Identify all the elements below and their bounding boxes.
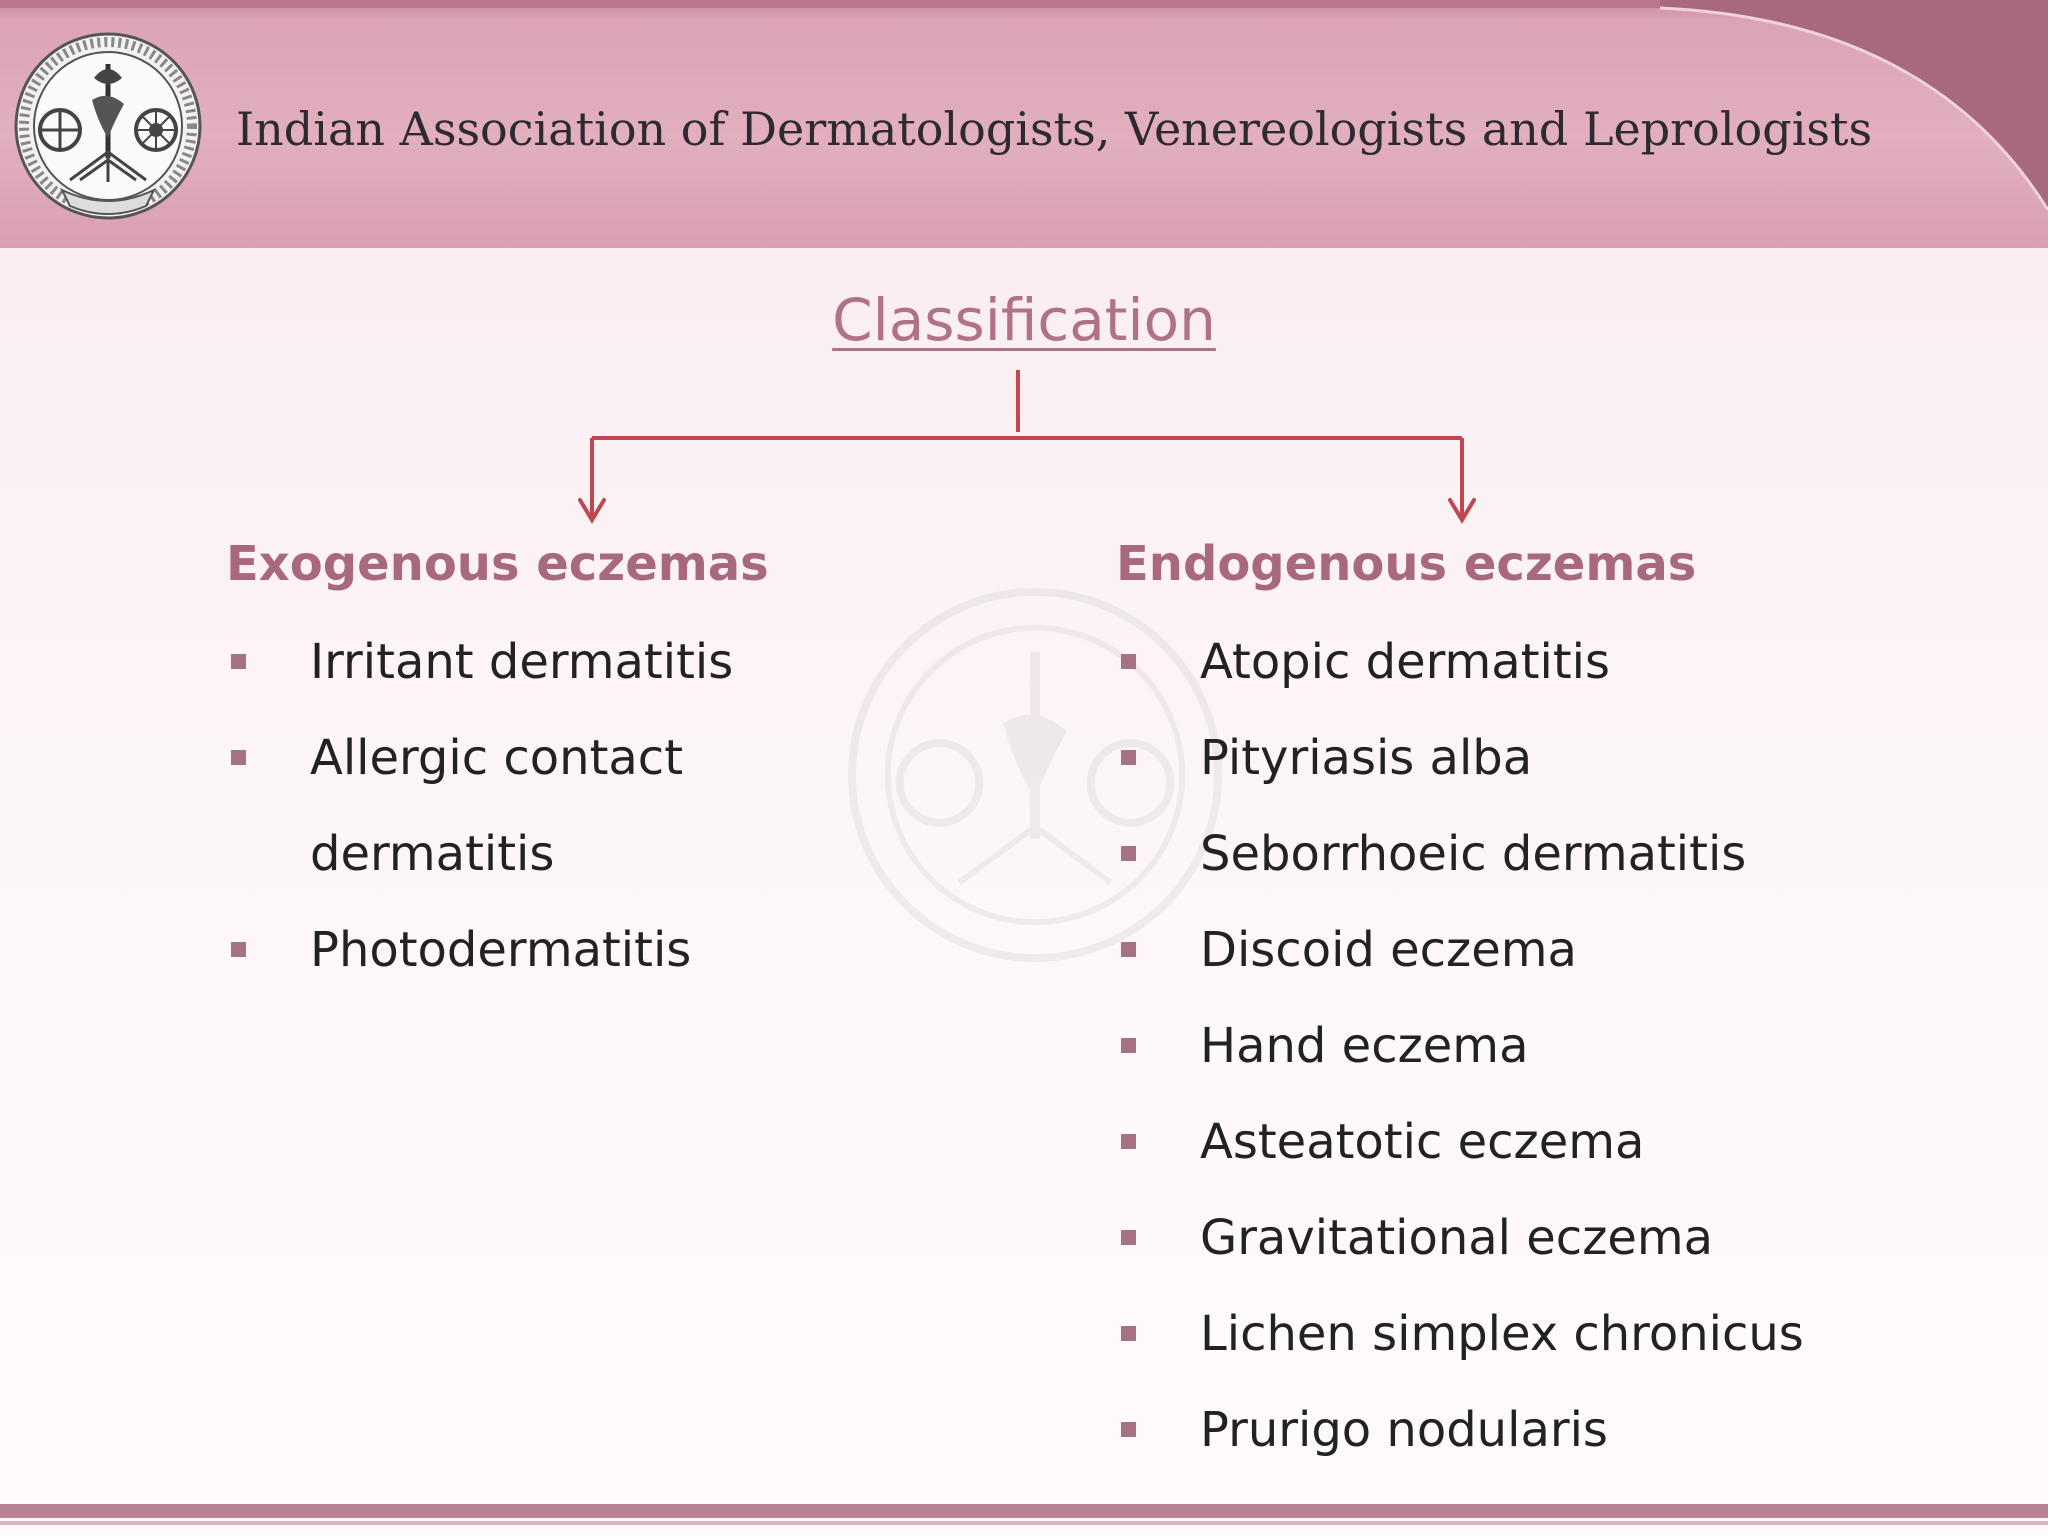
header-corner-swoosh xyxy=(1659,0,2048,211)
iadvl-seal-icon xyxy=(14,32,202,220)
list-item-label: Discoid eczema xyxy=(1200,922,1577,978)
header-band: Indian Association of Dermatologists, Ve… xyxy=(0,0,2048,248)
list-item: Photodermatitis xyxy=(228,902,770,998)
endogenous-list: Atopic dermatitis Pityriasis alba Seborr… xyxy=(1118,614,1804,1478)
list-item: Pityriasis alba xyxy=(1118,710,1804,806)
footer-bar xyxy=(0,1504,2048,1518)
footer-line xyxy=(0,1521,2048,1525)
list-item-label: Atopic dermatitis xyxy=(1200,634,1611,690)
square-bullet-icon xyxy=(1121,654,1136,669)
endogenous-heading: Endogenous eczemas xyxy=(1116,536,1697,592)
list-item: Irritant dermatitis xyxy=(228,614,770,710)
list-item-label: Pityriasis alba xyxy=(1200,730,1533,786)
list-item-label: Seborrhoeic dermatitis xyxy=(1200,826,1747,882)
square-bullet-icon xyxy=(1121,1134,1136,1149)
square-bullet-icon xyxy=(1121,942,1136,957)
list-item-label: Asteatotic eczema xyxy=(1200,1114,1645,1170)
list-item-label: Allergic contact dermatitis xyxy=(310,730,684,882)
square-bullet-icon xyxy=(231,942,246,957)
square-bullet-icon xyxy=(231,750,246,765)
list-item: Asteatotic eczema xyxy=(1118,1094,1804,1190)
list-item: Lichen simplex chronicus xyxy=(1118,1286,1804,1382)
list-item: Discoid eczema xyxy=(1118,902,1804,998)
watermark-seal-icon xyxy=(847,587,1223,963)
square-bullet-icon xyxy=(1121,846,1136,861)
header-top-line xyxy=(0,0,2048,8)
square-bullet-icon xyxy=(1121,1038,1136,1053)
list-item-label: Lichen simplex chronicus xyxy=(1200,1306,1804,1362)
square-bullet-icon xyxy=(1121,1422,1136,1437)
classification-title: Classification xyxy=(0,286,2048,354)
exogenous-list: Irritant dermatitis Allergic contact der… xyxy=(228,614,770,998)
arrow-to-endogenous xyxy=(1448,438,1476,524)
list-item-label: Gravitational eczema xyxy=(1200,1210,1714,1266)
exogenous-heading: Exogenous eczemas xyxy=(226,536,769,592)
square-bullet-icon xyxy=(231,654,246,669)
list-item: Prurigo nodularis xyxy=(1118,1382,1804,1478)
list-item: Atopic dermatitis xyxy=(1118,614,1804,710)
list-item-label: Photodermatitis xyxy=(310,922,692,978)
square-bullet-icon xyxy=(1121,750,1136,765)
list-item-label: Irritant dermatitis xyxy=(310,634,734,690)
list-item: Hand eczema xyxy=(1118,998,1804,1094)
square-bullet-icon xyxy=(1121,1326,1136,1341)
list-item: Allergic contact dermatitis xyxy=(228,710,770,902)
classification-title-text: Classification xyxy=(832,286,1216,354)
list-item: Seborrhoeic dermatitis xyxy=(1118,806,1804,902)
square-bullet-icon xyxy=(1121,1230,1136,1245)
arrow-to-exogenous xyxy=(578,438,606,524)
list-item-label: Hand eczema xyxy=(1200,1018,1529,1074)
organization-title: Indian Association of Dermatologists, Ve… xyxy=(236,102,1873,156)
list-item: Gravitational eczema xyxy=(1118,1190,1804,1286)
list-item-label: Prurigo nodularis xyxy=(1200,1402,1608,1458)
